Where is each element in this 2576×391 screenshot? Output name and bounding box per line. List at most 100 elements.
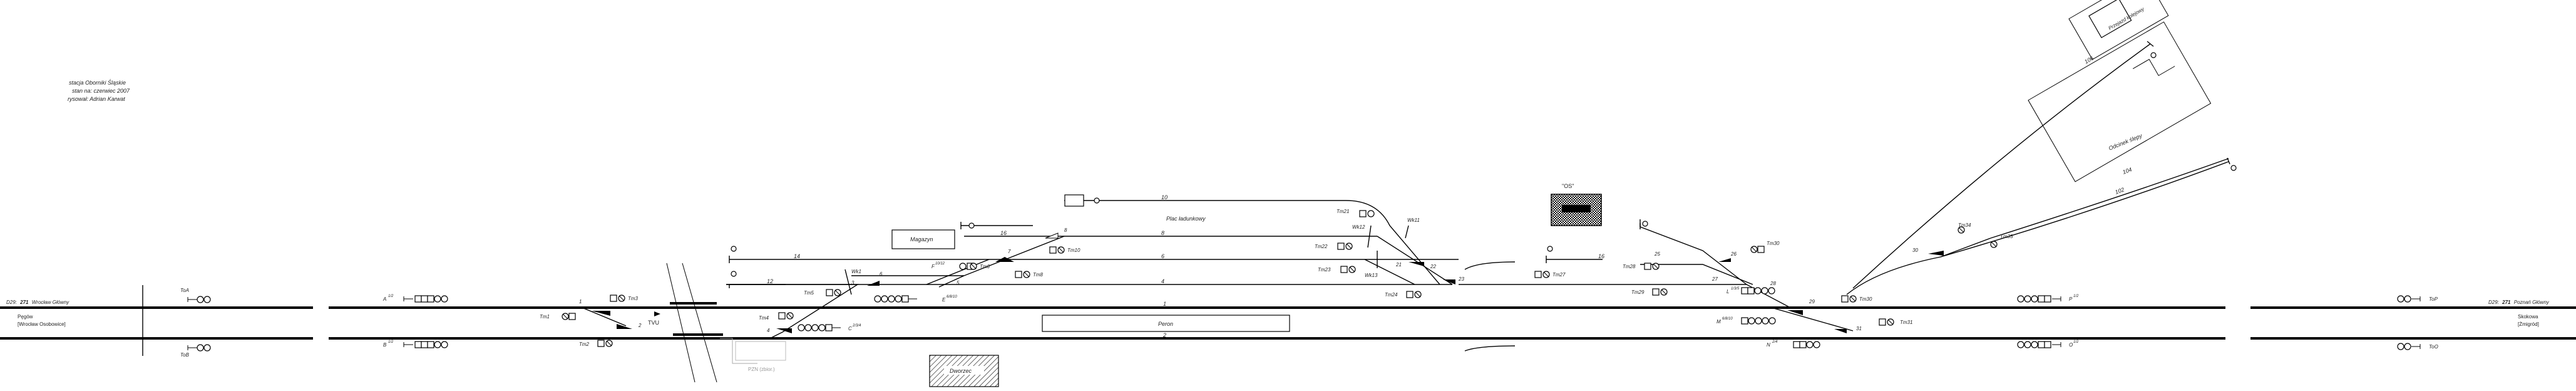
side-tracks xyxy=(720,41,2230,364)
label-ToB: ToB xyxy=(180,352,190,358)
right-line-label: D29: 271 Poznań Główny xyxy=(2488,300,2550,305)
label-C: C xyxy=(848,326,852,331)
przejazd-inner xyxy=(2088,0,2132,38)
track-102-stop xyxy=(2227,157,2230,165)
switch-wedge-21 xyxy=(1409,262,1424,266)
os-inner xyxy=(1562,205,1591,212)
track-106 xyxy=(1852,43,2151,289)
switch-number-7: 7 xyxy=(1008,249,1011,254)
label-Tm21: Tm21 xyxy=(1337,209,1349,214)
label-Tm34: Tm34 xyxy=(1958,222,1971,228)
track-4-connection xyxy=(726,284,860,339)
plac-marker xyxy=(1064,194,1084,207)
tvu-arrow xyxy=(654,311,660,316)
track-104 xyxy=(1990,158,2229,239)
track-number-1: 1 xyxy=(1163,301,1166,307)
label-C-sup: 2/3/4 xyxy=(852,324,861,328)
derailer-wk11 xyxy=(1405,225,1409,239)
label-M: M xyxy=(1716,319,1721,325)
header-block: stacja Oborniki Śląskie stan na: czerwie… xyxy=(68,79,130,102)
switch-wedge-3 xyxy=(867,281,880,286)
left-next-station: Pęgów xyxy=(18,314,33,320)
label-O-sup: 1/2 xyxy=(2073,340,2079,344)
track-25 xyxy=(1640,264,1753,285)
line-end-labels: D29: 271 Wrocław Główny Pęgów [Wrocław O… xyxy=(6,300,2550,327)
signal-C xyxy=(798,324,841,331)
label-Tm29: Tm29 xyxy=(1631,289,1645,295)
track-number-10: 10 xyxy=(1161,194,1167,201)
switch-wedge-1 xyxy=(592,311,610,316)
platform-label: Peron xyxy=(1158,321,1173,327)
left-line-label: D29: 271 Wrocław Główny xyxy=(6,300,69,305)
signal-B xyxy=(403,341,448,348)
track-number-12: 12 xyxy=(767,278,773,284)
label-E: E xyxy=(942,297,946,303)
label-Tm4: Tm4 xyxy=(759,315,769,321)
switch-6-8-curve xyxy=(963,236,1065,276)
switch-number-31: 31 xyxy=(1856,326,1862,331)
left-line-prefix: D29: xyxy=(6,300,17,305)
track-number-4: 4 xyxy=(1161,278,1164,284)
switch-22-curve xyxy=(1377,236,1453,285)
dworzec-label-bg xyxy=(944,366,984,375)
platform-box xyxy=(1042,315,1290,332)
signal-ToB xyxy=(187,344,211,352)
track-number-16: 16 xyxy=(1000,230,1007,236)
label-E-sup: 6/8/10 xyxy=(947,295,957,299)
odcinek-box xyxy=(2028,21,2212,182)
switch-wedge-7 xyxy=(995,257,1014,262)
switch-wedge-4 xyxy=(776,328,792,333)
label-Tm2: Tm2 xyxy=(579,341,590,347)
label-L: L xyxy=(1727,289,1729,295)
right-next-station-alt: [Żmigród] xyxy=(2518,321,2539,327)
track-number-2: 2 xyxy=(1162,332,1166,338)
odcinek-area xyxy=(2028,21,2212,182)
label-Tm23: Tm23 xyxy=(1318,267,1331,273)
label-Wk1: Wk1 xyxy=(851,269,861,274)
crossover-29-31 xyxy=(1771,307,1854,331)
track-102 xyxy=(1940,161,2229,258)
switch-wedge-23 xyxy=(1443,279,1455,284)
switch-number-23: 23 xyxy=(1458,276,1464,282)
switch-wedge-31 xyxy=(1834,329,1847,333)
label-P-sup: 1/2 xyxy=(2073,295,2079,298)
label-N-sup: 2/4 xyxy=(1772,340,1778,344)
switch-number-25: 25 xyxy=(1654,251,1660,257)
switch-wedge-30 xyxy=(1928,251,1944,256)
signal-ToP xyxy=(2397,295,2421,303)
siding-pzn xyxy=(720,338,757,364)
switch-number-8: 8 xyxy=(1064,227,1067,233)
label-O: O xyxy=(2069,342,2073,348)
switch-number-26: 26 xyxy=(1730,251,1737,257)
signal-symbols xyxy=(187,52,2421,352)
label-A-sup: 1/2 xyxy=(388,295,394,298)
end-markers xyxy=(136,285,149,356)
label-Tm22: Tm22 xyxy=(1315,244,1328,249)
switch-wedge-29 xyxy=(1787,310,1803,315)
przejazd-area xyxy=(2068,0,2169,60)
plac-label: Plac ładunkowy xyxy=(1166,216,1206,222)
label-ToP: ToP xyxy=(2429,296,2438,302)
track-numbers: 1 2 4 6 8 10 12 14 16 16 102 104 106 xyxy=(767,55,2133,338)
label-A: A xyxy=(382,296,386,302)
signal-E xyxy=(874,295,917,303)
label-Tm10: Tm10 xyxy=(1067,248,1080,253)
label-Tm6: Tm6 xyxy=(980,264,990,269)
label-Wk11: Wk11 xyxy=(1407,217,1420,223)
switch-number-6: 6 xyxy=(880,271,883,277)
derailer-wk12 xyxy=(1367,225,1372,248)
label-B-sup: 1/2 xyxy=(388,340,394,344)
signal-A xyxy=(403,295,448,303)
track-number-102: 102 xyxy=(2114,186,2125,196)
overpass-right-line xyxy=(682,263,717,383)
signal-M xyxy=(1741,317,1776,325)
platform-arc-top xyxy=(1464,261,1516,270)
label-Tm30-top: Tm30 xyxy=(1767,241,1780,246)
track-number-14: 14 xyxy=(794,253,800,259)
odcinek-inner-path xyxy=(2132,58,2175,76)
switch-number-2: 2 xyxy=(638,323,642,328)
track-number-104: 104 xyxy=(2122,166,2133,175)
track-number-106: 106 xyxy=(2083,55,2095,65)
label-Tm31: Tm31 xyxy=(1900,320,1912,325)
